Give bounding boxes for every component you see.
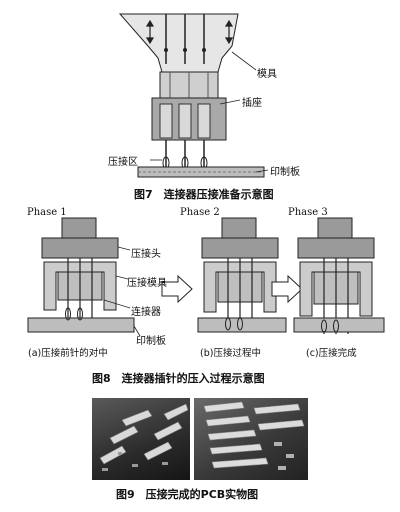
label-mold: 模具 (257, 69, 277, 80)
label-press-zone: 压接区 (108, 157, 138, 168)
phase2-assembly (197, 217, 287, 333)
pcb-photo-left (92, 398, 190, 480)
pcb-photo-right (194, 398, 308, 480)
figure7-drawing (118, 13, 269, 178)
phase3-assembly (293, 217, 385, 334)
label-pcb-fig8: 印制板 (136, 336, 166, 347)
label-socket: 插座 (242, 98, 262, 109)
phase-3-label: Phase 3 (288, 207, 328, 218)
subcaption-a: (a)压接前针的对中 (28, 348, 108, 359)
phase-1-label: Phase 1 (27, 207, 67, 218)
subcaption-b: (b)压接过程中 (200, 348, 261, 359)
phase1-assembly (27, 217, 135, 333)
label-pcb: 印制板 (270, 167, 300, 178)
arrow-right-icon (271, 274, 303, 304)
phase-2-label: Phase 2 (180, 207, 220, 218)
up-down-arrow-icon (145, 19, 234, 45)
fig8-caption: 图8 连接器插针的压入过程示意图 (92, 372, 265, 385)
figure8-drawing (27, 217, 385, 337)
subcaption-c: (c)压接完成 (306, 348, 357, 359)
label-press-mold: 压接模具 (127, 278, 167, 289)
arrow-right-icon (161, 274, 193, 304)
label-connector: 连接器 (131, 307, 161, 318)
fig9-caption: 图9 压接完成的PCB实物图 (116, 488, 259, 501)
label-press-head: 压接头 (131, 249, 161, 260)
fig7-caption: 图7 连接器压接准备示意图 (134, 188, 274, 201)
